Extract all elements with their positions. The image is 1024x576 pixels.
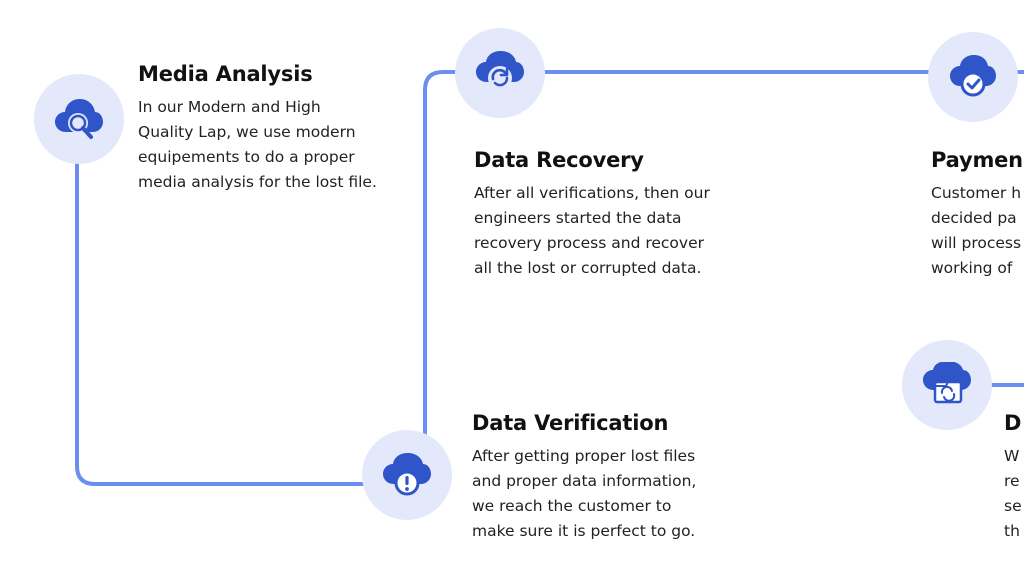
step-title: Data Recovery [474,148,644,172]
cloud-folder-icon [923,362,971,404]
step-media-analysis: Media Analysis In our Modern and High Qu… [138,61,418,195]
step-data-recovery-node [455,28,545,118]
cloud-sync-icon [476,51,524,90]
step-media-analysis-node [34,74,124,164]
step-title: Media Analysis [138,62,313,86]
step-fifth: D W re se th [1004,410,1024,544]
step-description: After all verifications, then our engine… [474,184,710,277]
step-data-verification-node [362,430,452,520]
step-data-recovery: Data Recovery After all verifications, t… [474,147,754,281]
step-description: In our Modern and High Quality Lap, we u… [138,98,377,191]
step-description: After getting proper lost files and prop… [472,447,697,540]
step-payment: Paymen Customer h decided pa will proces… [931,147,1024,281]
step-description: Customer h decided pa will process worki… [931,184,1022,277]
step-title: D [1004,411,1022,435]
step-payment-node [928,32,1018,122]
step-description: W re se th [1004,447,1022,540]
connector-line-middle [423,70,1024,486]
step-title: Data Verification [472,411,669,435]
step-title: Paymen [931,148,1023,172]
cloud-check-icon [950,55,996,97]
cloud-alert-icon [383,453,431,496]
step-fifth-node [902,340,992,430]
connector-line-left [75,116,407,486]
step-data-verification: Data Verification After getting proper l… [472,410,752,544]
cloud-search-icon [55,99,103,139]
